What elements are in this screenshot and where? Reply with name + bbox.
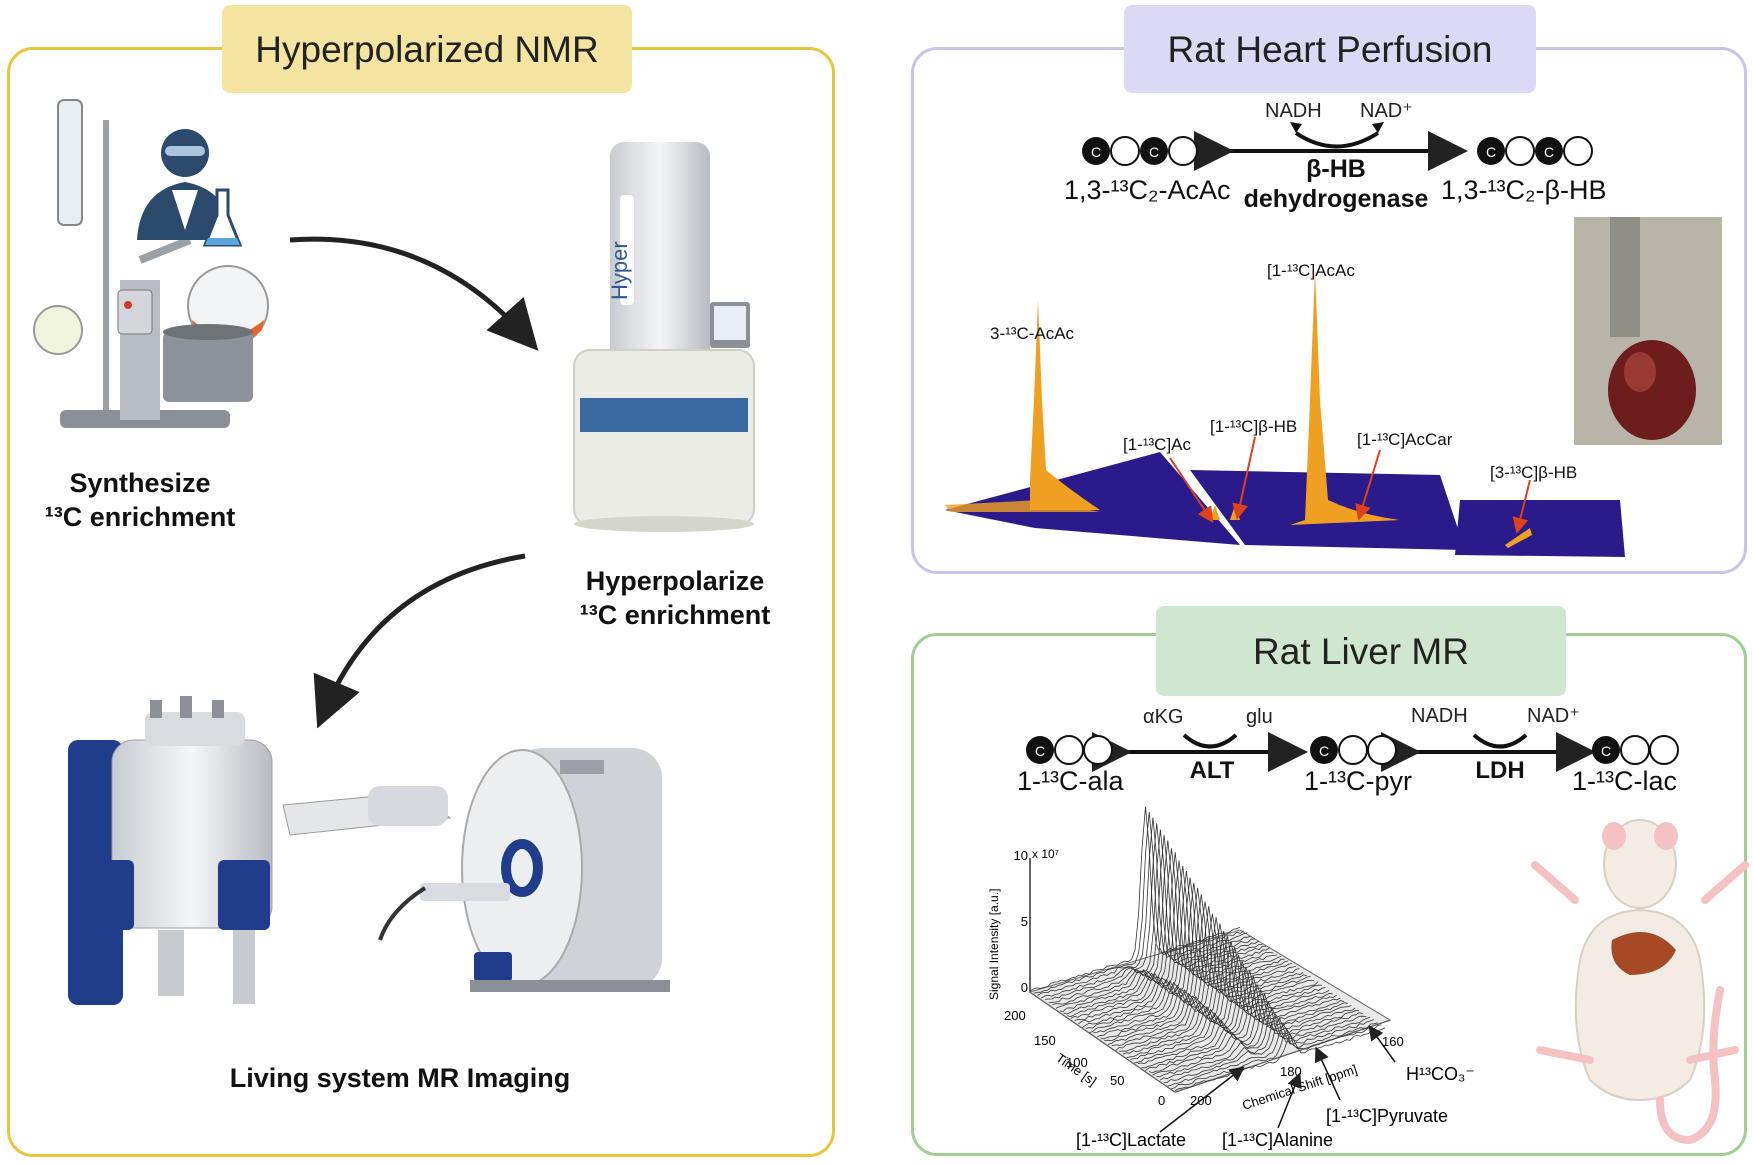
- shift-tick-180: 180: [1280, 1064, 1302, 1079]
- liver-waterfall-plot: 10 5 0 x 10⁷ Signal Intensity [a.u.] 200…: [987, 807, 1475, 1150]
- enzyme-dehydrogenase-label: dehydrogenase: [1244, 185, 1429, 213]
- svg-text:C: C: [1601, 743, 1611, 759]
- mri-scanner-illustration: [283, 748, 670, 992]
- peak-label-pyruvate: [1-¹³C]Pyruvate: [1326, 1106, 1448, 1126]
- peak-label-1-ac: [1-¹³C]Ac: [1123, 435, 1192, 454]
- nad-label: NAD⁺: [1360, 100, 1413, 122]
- hypersense-polarizer-illustration: Hyper: [574, 142, 754, 532]
- lac-carbon-chain: C: [1592, 736, 1678, 764]
- ala-carbon-chain: C: [1026, 736, 1112, 764]
- time-tick-0: 0: [1158, 1093, 1165, 1108]
- peak-label-alanine: [1-¹³C]Alanine: [1222, 1130, 1333, 1150]
- peak-label-1-bhb: [1-¹³C]β-HB: [1210, 417, 1297, 436]
- peak-label-1-acac: [1-¹³C]AcAc: [1267, 261, 1355, 280]
- svg-text:C: C: [1035, 743, 1045, 759]
- time-tick-50: 50: [1110, 1073, 1124, 1088]
- y-tick-5: 5: [1021, 914, 1028, 929]
- rotary-evaporator-illustration: [34, 100, 268, 428]
- metabolite-lac-label: 1-¹³C-lac: [1572, 766, 1677, 796]
- rat-illustration: [1535, 820, 1745, 1140]
- shift-tick-160: 160: [1382, 1034, 1404, 1049]
- y-tick-0: 0: [1021, 980, 1028, 995]
- pyr-carbon-chain: C: [1310, 736, 1396, 764]
- y-scale-label: x 10⁷: [1032, 847, 1059, 861]
- liver-nadh-label: NADH: [1411, 705, 1468, 727]
- glu-label: glu: [1246, 706, 1273, 728]
- liver-nad-label: NAD⁺: [1527, 705, 1580, 727]
- svg-text:Hyper: Hyper: [607, 241, 632, 300]
- heart-spectra-plot: 3-¹³C-AcAc [1-¹³C]Ac [1-¹³C]β-HB [1-¹³C]…: [945, 261, 1625, 557]
- peak-label-3-bhb: [3-¹³C]β-HB: [1490, 463, 1577, 482]
- enzyme-alt-label: ALT: [1190, 757, 1235, 784]
- time-tick-150: 150: [1034, 1033, 1056, 1048]
- product-bhb-label: 1,3-¹³C₂-β-HB: [1441, 175, 1607, 205]
- bhb-carbon-chain: C C: [1477, 137, 1592, 165]
- svg-text:C: C: [1544, 144, 1554, 160]
- nadh-label: NADH: [1265, 100, 1322, 122]
- time-tick-200: 200: [1004, 1008, 1026, 1023]
- perfused-heart-photo: [1574, 217, 1722, 445]
- acac-carbon-chain: C C: [1082, 137, 1197, 165]
- peak-label-bicarbonate: H¹³CO₃⁻: [1406, 1064, 1475, 1084]
- svg-text:C: C: [1149, 144, 1159, 160]
- metabolite-ala-label: 1-¹³C-ala: [1017, 766, 1124, 796]
- metabolite-pyr-label: 1-¹³C-pyr: [1304, 766, 1412, 796]
- akg-label: αKG: [1143, 706, 1183, 728]
- y-axis-label: Signal Intensity [a.u.]: [987, 889, 1001, 1000]
- peak-label-1-accar: [1-¹³C]AcCar: [1357, 430, 1453, 449]
- substrate-acac-label: 1,3-¹³C₂-AcAc: [1064, 175, 1231, 205]
- peak-label-lactate: [1-¹³C]Lactate: [1076, 1130, 1186, 1150]
- svg-text:C: C: [1486, 144, 1496, 160]
- nmr-magnet-illustration: [68, 696, 272, 1005]
- svg-text:C: C: [1319, 743, 1329, 759]
- enzyme-ldh-label: LDH: [1475, 757, 1524, 784]
- workflow-arrow-1: [290, 239, 525, 336]
- enzyme-bhb-label: β-HB: [1306, 155, 1366, 183]
- scientist-icon: [137, 129, 240, 245]
- svg-text:C: C: [1091, 144, 1101, 160]
- workflow-arrow-2: [325, 556, 525, 710]
- y-tick-10: 10: [1014, 848, 1028, 863]
- waterfall-traces: [1030, 807, 1385, 1091]
- peak-label-3-acac: 3-¹³C-AcAc: [990, 324, 1075, 343]
